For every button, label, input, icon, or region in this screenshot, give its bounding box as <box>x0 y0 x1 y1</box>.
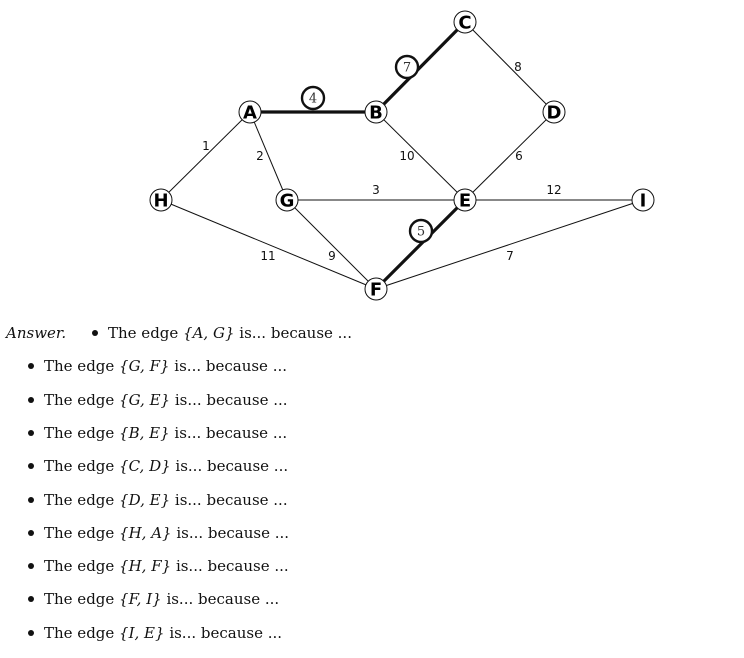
weight-circle-e-f <box>408 218 434 244</box>
bullet-icon <box>28 397 34 403</box>
item-prefix: The edge <box>44 391 120 409</box>
node-label-b: B <box>369 103 383 124</box>
item-edge: {I, E} <box>119 624 165 642</box>
bullet-icon <box>28 630 34 636</box>
edge-b-e <box>375 111 466 201</box>
item-text: is... because ... <box>169 357 287 375</box>
item-edge: {H, F} <box>119 557 172 575</box>
item-text: is... because ... <box>164 624 283 642</box>
item-prefix: The edge <box>44 590 120 608</box>
edge-weight-label: 3 <box>372 183 380 197</box>
answer-list-item: The edge {F, I} is... because ... <box>28 590 279 608</box>
edge-c-d <box>464 21 555 113</box>
item-edge: {A, G} <box>183 324 235 342</box>
answer-list-item: The edge {C, D} is... because ... <box>28 457 288 475</box>
item-text: is... because ... <box>170 391 288 409</box>
edge-weight-label: 4 <box>309 92 317 107</box>
answer-list-item: The edge {H, A} is... because ... <box>28 524 289 542</box>
item-text: is... because ... <box>171 524 290 542</box>
item-prefix: The edge <box>44 457 120 475</box>
bullet-icon <box>28 363 34 369</box>
node-label-i: I <box>640 191 647 212</box>
item-edge: {D, E} <box>119 491 171 509</box>
bullet-icon <box>28 596 34 602</box>
answer-label: Answer. <box>6 324 67 342</box>
node-label-c: C <box>458 13 471 34</box>
item-edge: {G, F} <box>119 357 170 375</box>
edge-weight-label: 7 <box>506 249 514 263</box>
node-label-a: A <box>243 103 257 124</box>
weight-circle-b-c <box>394 54 420 80</box>
answer-list-item: The edge {H, F} is... because ... <box>28 557 289 575</box>
item-prefix: The edge <box>44 491 120 509</box>
item-edge: {C, D} <box>119 457 171 475</box>
bullet-icon <box>28 463 34 469</box>
node-d <box>542 100 566 124</box>
node-h <box>149 188 173 212</box>
answer-list-item: The edge {A, G} is... because ... <box>92 324 352 342</box>
item-prefix: The edge <box>44 357 120 375</box>
edge-weight-label: 12 <box>546 183 561 197</box>
answer-list-item: The edge {I, E} is... because ... <box>28 624 282 642</box>
edge-weight-label: 8 <box>514 60 522 74</box>
item-text: is... because ... <box>169 424 288 442</box>
bullet-icon <box>28 530 34 536</box>
answer-list-item: The edge {G, E} is... because ... <box>28 391 288 409</box>
item-prefix: The edge <box>44 624 120 642</box>
item-edge: {G, E} <box>119 391 171 409</box>
item-text: is... because ... <box>170 457 289 475</box>
node-label-h: H <box>153 191 168 212</box>
node-f <box>364 277 388 301</box>
edge-e-f <box>374 198 467 291</box>
edge-g-f <box>286 199 377 290</box>
edge-weight-label: 9 <box>328 249 336 263</box>
edge-a-h <box>160 111 251 201</box>
edge-f-i <box>375 199 644 290</box>
node-label-g: G <box>280 191 295 212</box>
item-edge: {B, E} <box>119 424 170 442</box>
node-b <box>364 100 388 124</box>
edge-weight-label: 7 <box>403 61 411 76</box>
answer-list-item: The edge {D, E} is... because ... <box>28 491 288 509</box>
edge-weight-label: 10 <box>399 149 414 163</box>
node-i <box>631 188 655 212</box>
item-prefix: The edge <box>44 524 120 542</box>
node-g <box>275 188 299 212</box>
edge-weight-label: 2 <box>256 149 264 163</box>
item-text: is... because ... <box>161 590 280 608</box>
bullet-icon <box>28 497 34 503</box>
node-e <box>453 188 477 212</box>
node-label-d: D <box>547 103 562 124</box>
edge-weight-label: 11 <box>260 249 275 263</box>
edge-weight-label: 6 <box>515 149 523 163</box>
bullet-icon <box>92 330 98 336</box>
node-c <box>453 10 477 34</box>
item-prefix: The edge <box>44 557 120 575</box>
edge-a-g <box>249 111 288 201</box>
bullet-icon <box>28 563 34 569</box>
edge-d-e <box>464 111 555 201</box>
answer-list-item: The edge {G, F} is... because ... <box>28 357 287 375</box>
item-edge: {H, A} <box>119 524 172 542</box>
edge-h-f <box>160 199 377 290</box>
edge-weight-label: 5 <box>417 225 425 240</box>
item-prefix: The edge <box>108 324 184 342</box>
node-label-e: E <box>459 191 471 212</box>
node-a <box>238 100 262 124</box>
item-prefix: The edge <box>44 424 120 442</box>
item-text: is... because ... <box>171 557 289 575</box>
weight-circle-a-b <box>300 85 326 111</box>
bullet-icon <box>28 430 34 436</box>
item-text: is... because ... <box>234 324 352 342</box>
item-edge: {F, I} <box>119 590 162 608</box>
answer-list-item: The edge {B, E} is... because ... <box>28 424 287 442</box>
node-label-f: F <box>370 280 382 301</box>
edge-b-c <box>374 20 467 114</box>
edge-weight-label: 1 <box>202 139 210 153</box>
item-text: is... because ... <box>170 491 288 509</box>
